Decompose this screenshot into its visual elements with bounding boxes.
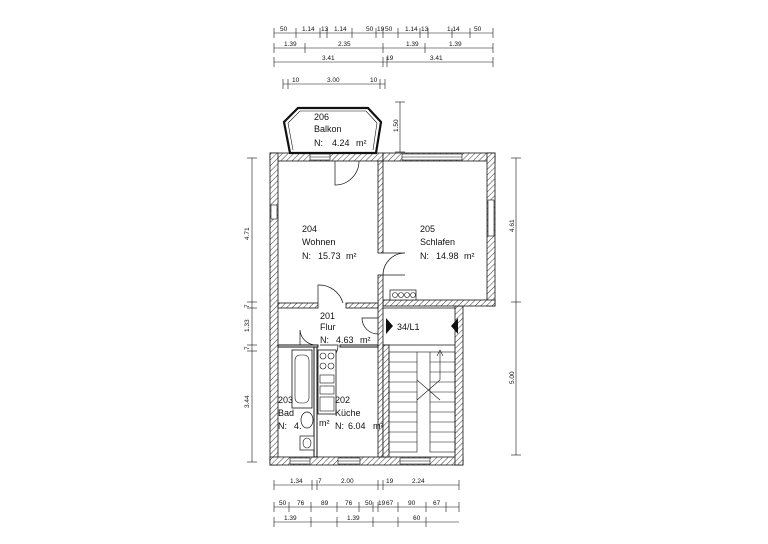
- dim-bottom-row2-8: 90: [408, 500, 416, 507]
- room-number: 201: [320, 311, 335, 321]
- dim-top-9: 13: [421, 26, 429, 33]
- room-area: 15.73: [318, 251, 341, 261]
- room-area: 6.04: [348, 421, 366, 431]
- room-area: 4.24: [332, 138, 350, 148]
- dim-bottom-row2-3: 89: [321, 500, 329, 507]
- balcony: [282, 106, 383, 155]
- dimension-chain-left: 4.71 7 1.33 7 3.44: [244, 157, 257, 463]
- dim-bottom-row3-3: 60: [413, 515, 421, 522]
- interior-walls: [277, 160, 455, 458]
- dim-top-7: 50: [385, 26, 393, 33]
- room-bad: 203 Bad N: 4. m²: [278, 395, 330, 431]
- room-area: 4.63: [336, 335, 354, 345]
- dim-bottom-row3-1: 1.39: [284, 515, 297, 522]
- room-area-prefix: N:: [320, 335, 329, 345]
- room-name: Flur: [320, 322, 336, 332]
- stair-label: 34/L1: [397, 322, 420, 332]
- room-name: Wohnen: [302, 237, 335, 247]
- dim-top-row2-3: 1.39: [406, 41, 419, 48]
- dim-bottom-row2-9: 67: [433, 500, 441, 507]
- dim-top-row4-2: 3.00: [327, 77, 340, 84]
- room-number: 202: [335, 395, 350, 405]
- room-flur: 201 Flur N: 4.63 m²: [320, 311, 371, 345]
- bathroom-fixtures: [291, 349, 315, 451]
- dim-top-2: 1.14: [302, 26, 315, 33]
- dim-top-5: 50: [366, 26, 374, 33]
- room-area-prefix: N:: [335, 421, 344, 431]
- dimension-chain-right: 4.61 5.00: [509, 157, 521, 456]
- chimney-vents: [389, 289, 417, 301]
- dim-top-11: 50: [474, 26, 482, 33]
- dim-top-10: 1.14: [447, 26, 460, 33]
- dim-bottom-row2-7: 67: [386, 500, 394, 507]
- room-schlafen: 205 Schlafen N: 14.98 m²: [420, 224, 475, 261]
- dim-top-row3-1: 3.41: [322, 55, 335, 62]
- room-area-unit: m²: [319, 418, 330, 428]
- dim-right-2: 5.00: [509, 371, 516, 384]
- dim-top-row4-3: 10: [370, 77, 378, 84]
- dim-top-row2-1: 1.39: [284, 41, 297, 48]
- section-markers: [386, 318, 458, 334]
- dim-bottom-row2-4: 76: [345, 500, 353, 507]
- room-area: 4.: [294, 421, 302, 431]
- room-area-prefix: N:: [302, 251, 311, 261]
- dim-left-5: 3.44: [244, 395, 251, 408]
- dim-top-4: 1.14: [334, 26, 347, 33]
- room-area-prefix: N:: [278, 421, 287, 431]
- doors: [299, 160, 406, 364]
- dim-top-row2-2: 2.35: [338, 41, 351, 48]
- dim-bottom-3: 2.00: [341, 478, 354, 485]
- room-area-prefix: N:: [314, 138, 323, 148]
- dim-left-3: 1.33: [244, 319, 251, 332]
- dim-left-1: 4.71: [244, 227, 251, 240]
- room-kueche: 202 Küche N: 6.04 m²: [335, 395, 384, 431]
- dim-top-row2-4: 1.39: [449, 41, 462, 48]
- dim-left-4: 7: [244, 346, 251, 350]
- dim-bottom-5: 2.24: [412, 478, 425, 485]
- room-area-unit: m²: [464, 251, 475, 261]
- dim-bottom-row2-2: 76: [297, 500, 305, 507]
- dim-top-3: 13: [321, 26, 329, 33]
- room-wohnen: 204 Wohnen N: 15.73 m²: [302, 224, 357, 261]
- dim-top-row4-1: 10: [292, 77, 300, 84]
- dim-top-8: 1.14: [405, 26, 418, 33]
- room-number: 206: [314, 112, 329, 122]
- room-balkon: 206 Balkon N: 4.24 m²: [314, 112, 367, 148]
- dim-bottom-1: 1.34: [290, 478, 303, 485]
- room-area-prefix: N:: [420, 251, 429, 261]
- room-number: 205: [420, 224, 435, 234]
- dim-top-row3-2: 19: [386, 55, 394, 62]
- windows: [270, 153, 495, 465]
- room-name: Schlafen: [420, 237, 455, 247]
- dim-bottom-4: 19: [386, 478, 394, 485]
- dim-bottom-row3-2: 1.39: [347, 515, 360, 522]
- room-name: Bad: [278, 408, 294, 418]
- dim-top-1: 50: [280, 26, 288, 33]
- dim-balkon-depth: 1.50: [393, 119, 400, 132]
- room-number: 203: [278, 395, 293, 405]
- dimension-chain-top: 50 1.14 13 1.14 50 19 50 1.14 13 1.14 50…: [273, 26, 494, 89]
- dimension-chain-bottom: 1.34 7 2.00 19 2.24 50 76 89 76 50 19 67…: [273, 478, 460, 527]
- room-name: Balkon: [314, 124, 342, 134]
- room-area: 14.98: [436, 251, 459, 261]
- dim-bottom-row2-6: 19: [378, 500, 386, 507]
- dim-bottom-row2-5: 50: [365, 500, 373, 507]
- dim-left-2: 7: [244, 304, 251, 308]
- kitchen-fixtures: [317, 349, 337, 415]
- dim-bottom-2: 7: [318, 478, 322, 485]
- room-name: Küche: [335, 408, 361, 418]
- room-area-unit: m²: [360, 335, 371, 345]
- staircase: [388, 349, 456, 453]
- dim-top-row3-3: 3.41: [430, 55, 443, 62]
- room-area-unit: m²: [346, 251, 357, 261]
- room-area-unit: m²: [356, 138, 367, 148]
- room-number: 204: [302, 224, 317, 234]
- room-area-unit: m²: [373, 421, 384, 431]
- dimension-balkon-depth: 1.50: [393, 101, 405, 153]
- dim-top-6: 19: [377, 26, 385, 33]
- dim-right-1: 4.61: [509, 219, 516, 232]
- dim-bottom-row2-1: 50: [279, 500, 287, 507]
